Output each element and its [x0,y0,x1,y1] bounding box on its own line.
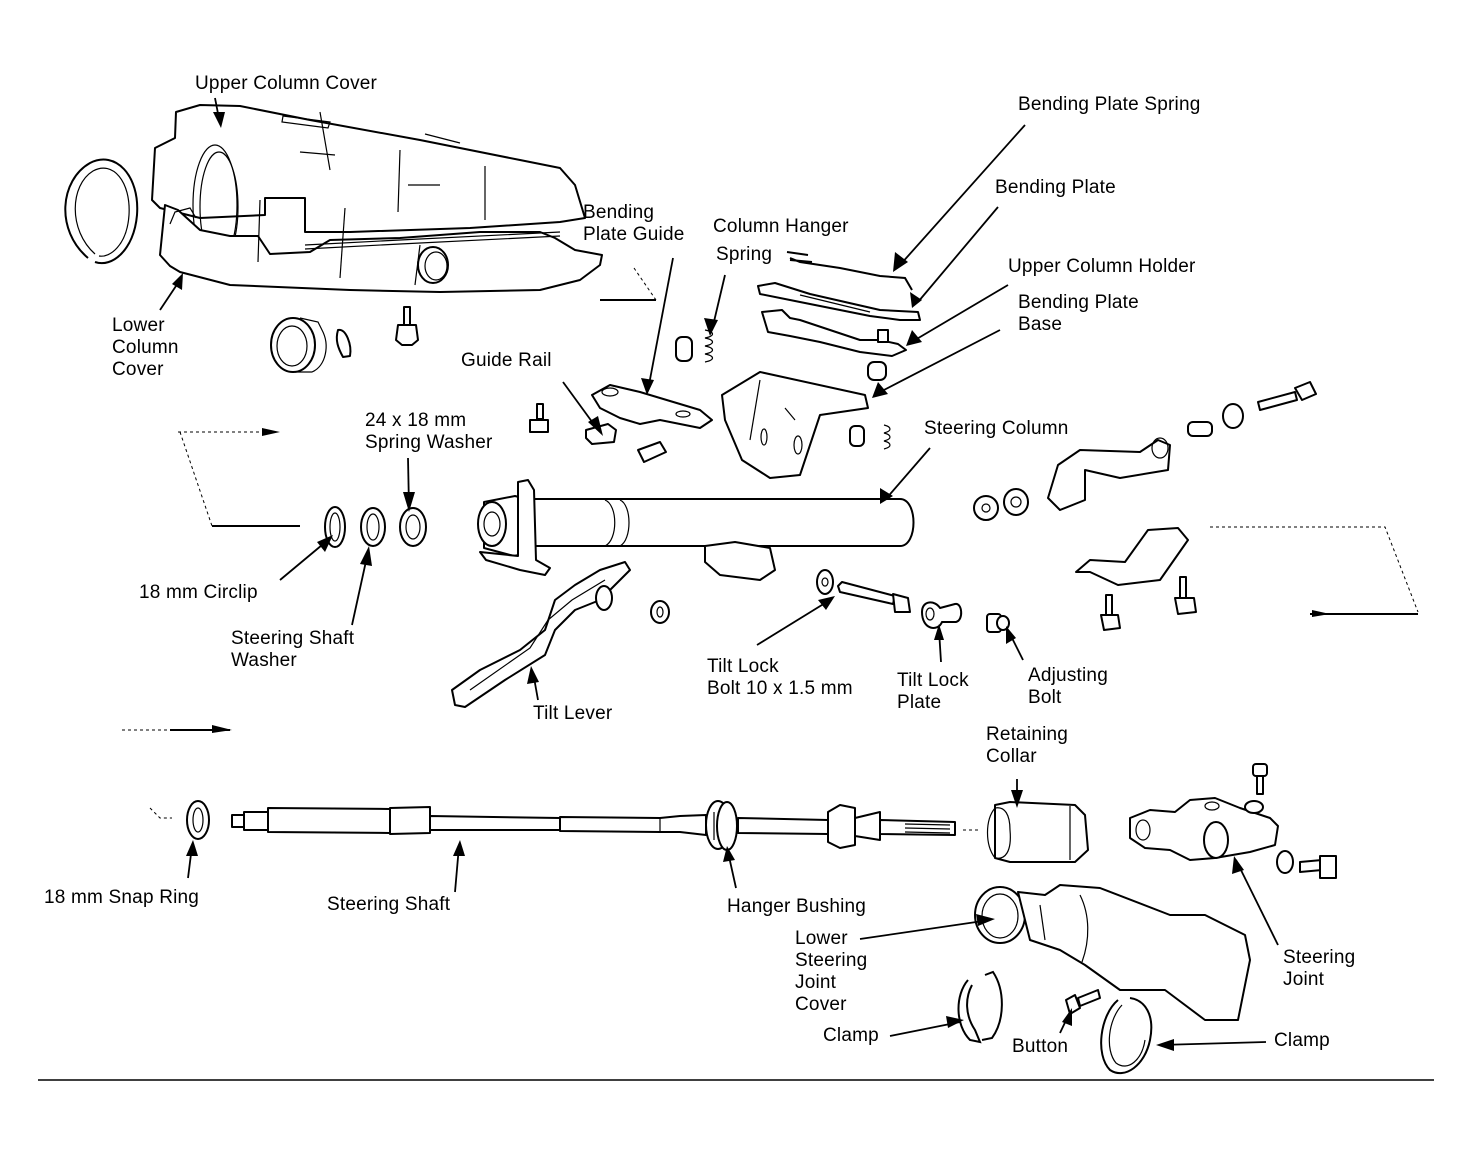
column-bracket [1047,437,1171,511]
leader-lines [159,97,1279,1051]
label-steering-shaft-washer: Steering Shaft Washer [231,628,355,671]
bending-plate-base [721,371,869,479]
steering-column [477,479,915,581]
guide-arrow [1312,610,1330,617]
bracket-bolt [1187,381,1317,437]
label-steering-shaft: Steering Shaft [327,894,451,915]
clamp-right [1100,997,1153,1075]
retaining-collar [986,801,1089,863]
hanger-bushing [705,800,738,851]
cover-screw [395,306,419,346]
label-steering-joint: Steering Joint [1283,947,1356,990]
label-snap-ring: 18 mm Snap Ring [44,887,200,908]
lower-bracket-bolts [1100,576,1197,631]
label-tilt-lever: Tilt Lever [533,703,613,724]
column-hanger-spring [675,329,714,363]
label-bending-plate-guide: Bending Plate Guide [583,202,685,245]
label-lower-column-cover: Lower Column Cover [112,315,179,380]
tilt-lock-plate [921,601,963,629]
bending-plate-guide [591,384,713,429]
label-lower-steering-joint-cover: Lower Steering Joint Cover [795,928,868,1015]
guide-arrow [212,725,232,733]
grommet [270,317,352,373]
steering-shaft [231,806,707,836]
bending-plate-spring [789,257,913,291]
tilt-lock-washer [816,569,834,595]
label-retaining-collar: Retaining Collar [986,724,1069,767]
label-bending-plate-base: Bending Plate Base [1018,292,1139,335]
label-spring-washer: 24 x 18 mm Spring Washer [365,410,493,453]
label-circlip: 18 mm Circlip [139,582,258,603]
label-hanger-bushing: Hanger Bushing [727,896,867,917]
guide-line [179,431,213,527]
label-upper-column-holder: Upper Column Holder [1008,256,1196,277]
button [1065,989,1101,1015]
joint-bolt-top [1244,763,1268,814]
adjusting-bolt [986,613,1010,633]
bending-plate-spring-hook [786,251,813,263]
lower-column-cover [159,199,603,293]
label-column-hanger-spring: Spring [716,244,773,265]
label-guide-rail: Guide Rail [461,350,552,371]
bending-plate-base-bushings [849,361,891,450]
label-adjusting-bolt: Adjusting Bolt [1028,665,1108,708]
label-tilt-lock-plate: Tilt Lock Plate [897,670,969,713]
lower-bracket [1075,527,1189,586]
snap-ring [186,800,210,840]
bracket-nuts [973,488,1029,521]
label-button: Button [1012,1036,1069,1057]
shaft-universal-joint [737,804,956,849]
cover-ring [64,158,139,265]
tilt-lever [451,561,631,708]
label-column-hanger: Column Hanger [713,216,849,237]
lower-steering-joint-cover [974,884,1251,1021]
label-tilt-lock-bolt: Tilt Lock Bolt 10 x 1.5 mm [707,656,853,699]
steering-shaft-washer [360,507,386,547]
label-clamp-right: Clamp [1274,1030,1330,1051]
label-bending-plate-spring: Bending Plate Spring [1018,94,1201,115]
guide-line [149,807,172,819]
label-bending-plate: Bending Plate [995,177,1116,198]
guide-rail-screw [529,403,549,433]
guide-line [1210,526,1419,613]
guide-arrow [262,428,280,436]
clamp-left [957,970,1003,1044]
bending-plate [757,282,921,321]
upper-column-holder [761,309,907,357]
tilt-lock-bolt [837,581,911,613]
label-upper-column-cover: Upper Column Cover [195,73,378,94]
steering-joint [1129,797,1279,861]
spring-washer [399,507,427,547]
label-clamp-left: Clamp [823,1025,879,1046]
guide-line [633,267,657,301]
joint-bolt-side [1276,850,1337,879]
tilt-lever-washer [650,600,670,624]
label-steering-column: Steering Column [924,418,1069,439]
